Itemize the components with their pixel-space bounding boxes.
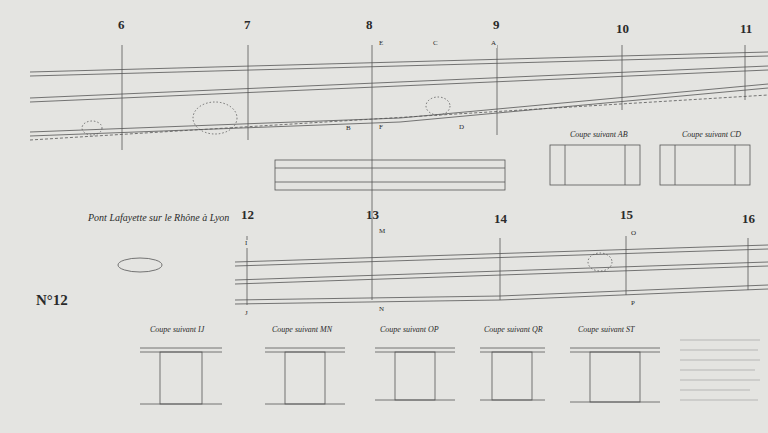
section-letter: O	[630, 230, 637, 238]
section-letter: C	[432, 40, 439, 48]
montant-number: 11	[740, 22, 752, 36]
montant-number: 15	[620, 208, 633, 222]
section-title: Coupe suivant CD	[682, 131, 741, 140]
section-letter: N	[378, 306, 385, 314]
section-letter: B	[345, 125, 352, 133]
section-title: Coupe suivant MN	[272, 326, 332, 335]
section-title: Coupe suivant IJ	[150, 326, 204, 335]
montant-number: 13	[366, 208, 379, 222]
section-letter: D	[458, 124, 465, 132]
montant-number: 9	[493, 18, 500, 32]
montant-number: 16	[742, 212, 755, 226]
montant-number: 14	[494, 212, 507, 226]
section-letter: J	[244, 310, 249, 318]
montant-number: 12	[241, 208, 254, 222]
section-title: Coupe suivant QR	[484, 326, 543, 335]
section-letter: E	[378, 40, 384, 48]
montant-number: 8	[366, 18, 373, 32]
montant-number: 6	[118, 18, 125, 32]
section-title: Coupe suivant OP	[380, 326, 439, 335]
section-letter: P	[630, 300, 636, 308]
section-title: Coupe suivant ST	[578, 326, 634, 335]
montant-number: 7	[244, 18, 251, 32]
section-title: Coupe suivant AB	[570, 131, 628, 140]
section-letter: I	[244, 240, 248, 248]
drawing-title: Pont Lafayette sur le Rhône à Lyon	[88, 212, 229, 223]
section-letter: M	[378, 228, 386, 236]
section-letter: F	[378, 124, 384, 132]
montant-number: 10	[616, 22, 629, 36]
sheet-number: N°12	[36, 292, 68, 309]
section-letter: A	[490, 40, 497, 48]
